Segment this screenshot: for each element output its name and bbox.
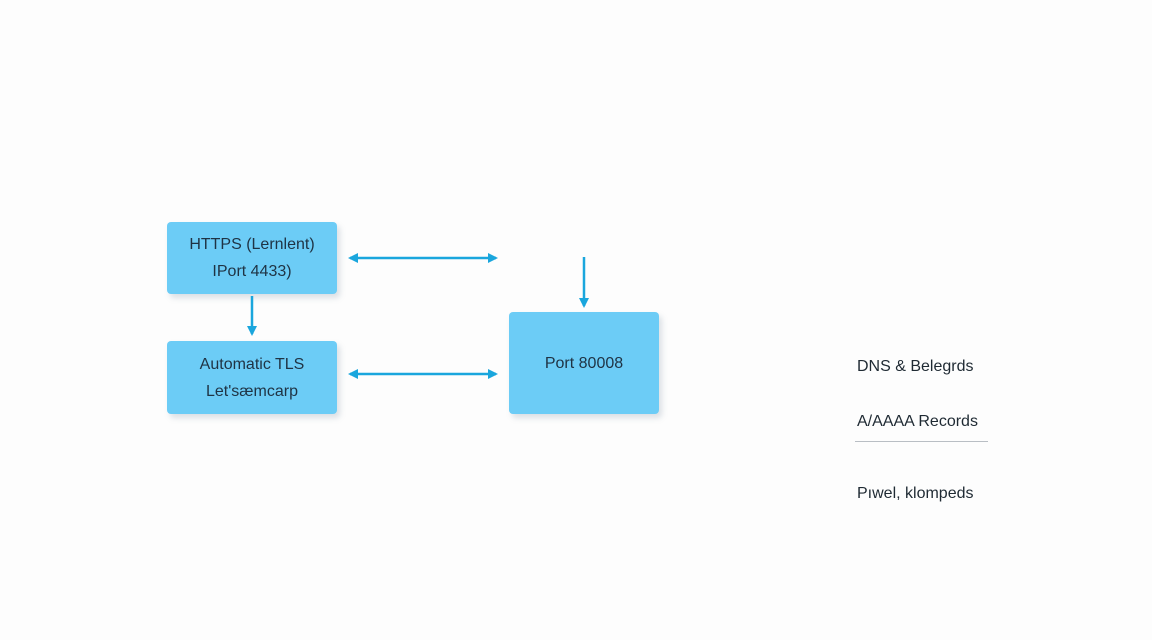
tls-node: Automatic TLS Let'sæmcarp xyxy=(167,341,337,414)
https-node-title: HTTPS (Lernlent) xyxy=(189,236,315,253)
tls-node-subtitle: Let'sæmcarp xyxy=(206,382,298,400)
divider xyxy=(855,441,988,442)
https-node: HTTPS (Lernlent) IPort 4433) xyxy=(167,222,337,294)
pwel-label: Pıwel, klompeds xyxy=(857,485,974,502)
port-node: Port 80008 xyxy=(509,312,659,414)
records-label: A/AAAA Records xyxy=(857,413,978,430)
dns-label: DNS & Belegrds xyxy=(857,358,974,375)
port-node-label: Port 80008 xyxy=(544,354,624,372)
tls-node-title: Automatic TLS xyxy=(199,355,305,373)
https-node-port: IPort 4433) xyxy=(212,263,292,280)
